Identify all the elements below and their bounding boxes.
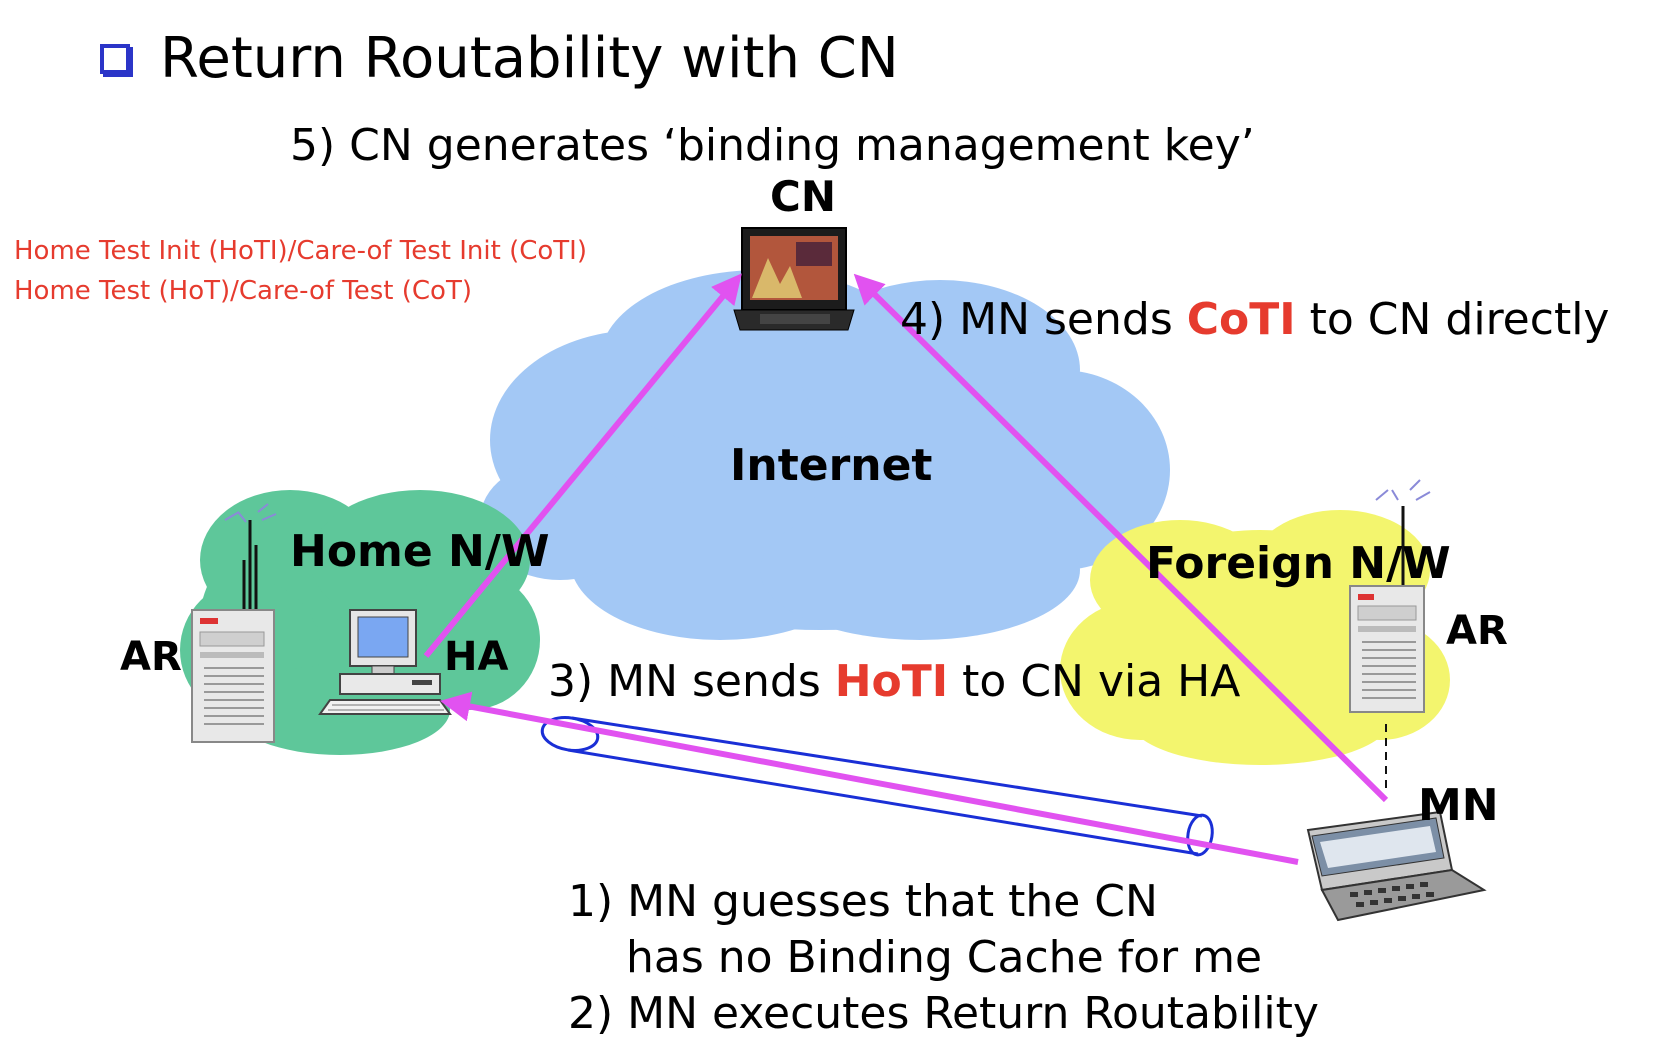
slide-title: Return Routability with CN [160,26,899,91]
step-3-prefix: 3) MN sends [548,656,835,707]
ar-foreign-label: AR [1446,608,1508,654]
step-5-text: 5) CN generates ‘binding management key’ [290,120,1255,171]
ar-home-server-icon [191,503,277,743]
ha-label: HA [444,634,509,680]
step-4-keyword: CoTI [1186,294,1296,345]
step-4-suffix: to CN directly [1295,294,1610,345]
step-4-text: 4) MN sends CoTI to CN directly [900,294,1609,345]
step-1-line-2: has no Binding Cache for me [626,932,1263,983]
foreign-network-label: Foreign N/W [1146,538,1451,589]
step-1-line-1: 1) MN guesses that the CN [568,876,1158,927]
internet-label: Internet [730,440,933,491]
ha-computer-icon [318,609,452,715]
hoti-mn-to-ha-arrow [440,691,1299,865]
mn-label: MN [1418,780,1499,831]
step-4-prefix: 4) MN sends [900,294,1187,345]
coti-mn-to-cn-arrow [853,273,1389,803]
step-3-keyword: HoTI [834,656,949,707]
step-3-text: 3) MN sends HoTI to CN via HA [548,656,1240,707]
step-3-suffix: to CN via HA [948,656,1241,707]
ar-home-label: AR [120,634,182,680]
hoti-ha-to-cn-arrow [423,273,742,658]
legend-line-2: Home Test (HoT)/Care-of Test (CoT) [14,276,472,306]
ha-mn-tunnel [540,716,1214,857]
step-2-text: 2) MN executes Return Routability [568,988,1319,1039]
cn-label: CN [770,172,836,221]
home-network-label: Home N/W [290,526,550,577]
cn-laptop-icon [733,227,855,331]
ar-foreign-server-icon [1349,479,1431,713]
mn-device-icon [1306,810,1487,922]
legend-line-1: Home Test Init (HoTI)/Care-of Test Init … [14,236,587,266]
title-bullet-icon [100,44,130,74]
